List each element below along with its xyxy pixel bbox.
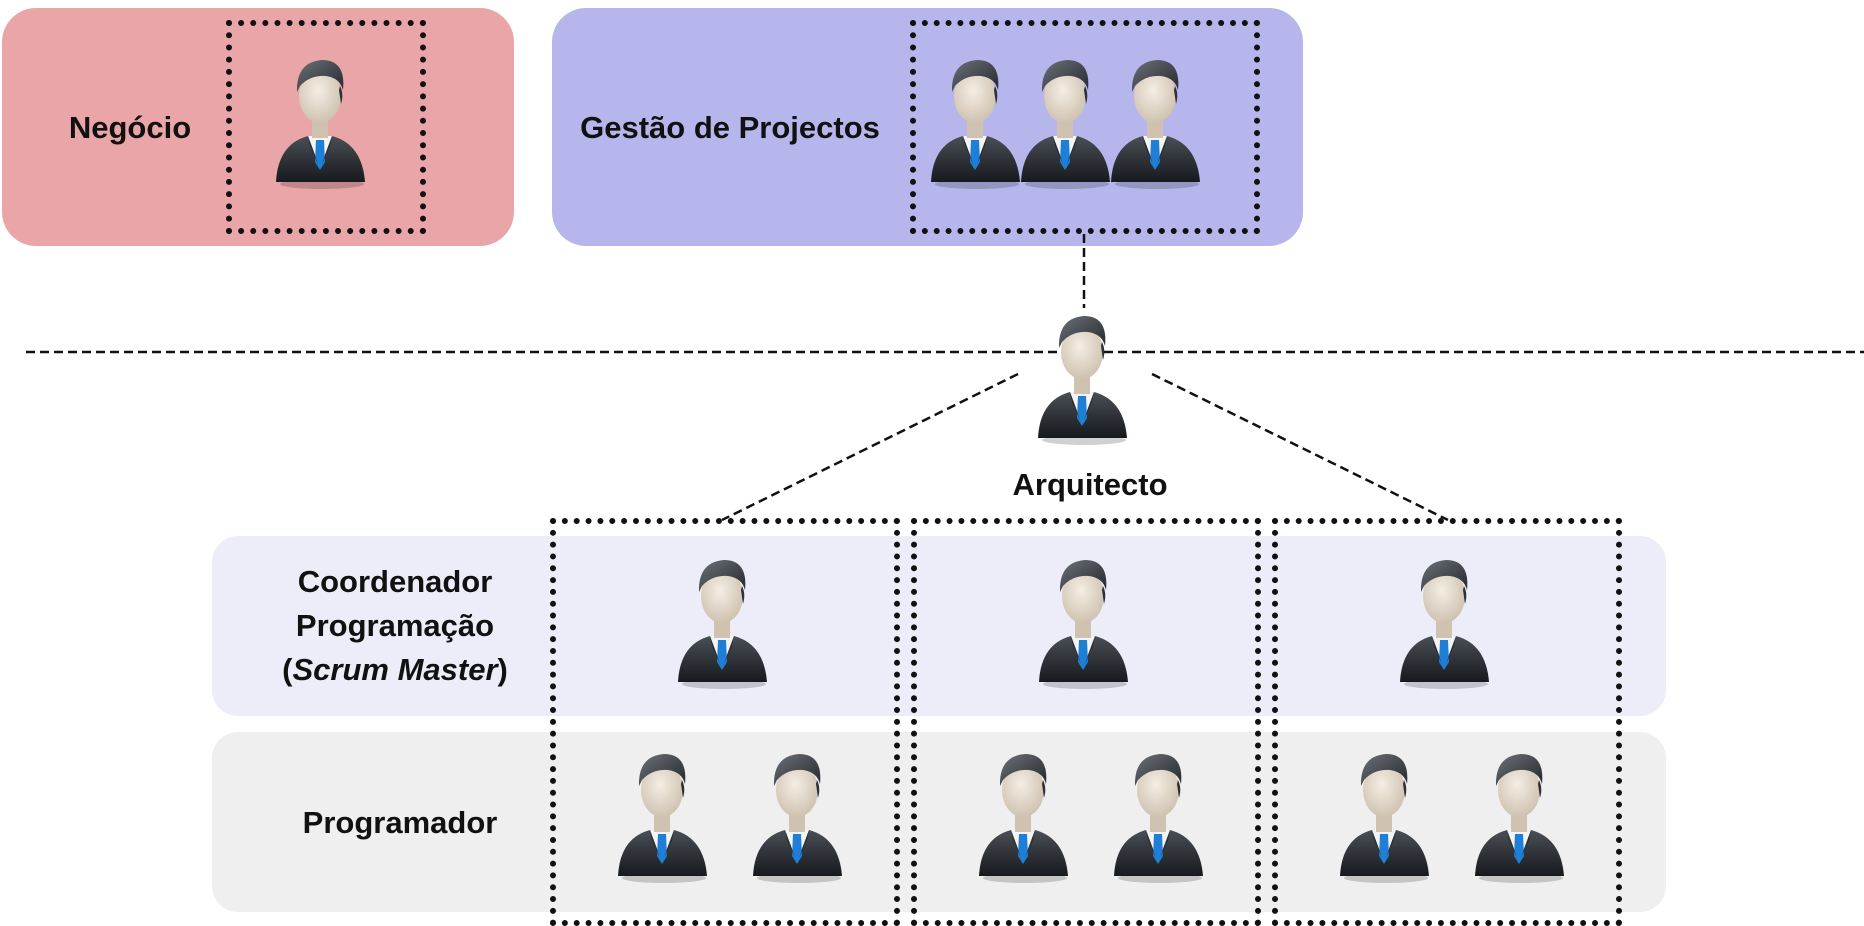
- programmer-icon-4: [1108, 744, 1208, 884]
- programmer-icon-3: [973, 744, 1073, 884]
- open-paren: (: [282, 652, 293, 687]
- coordinator-label-line1: Coordenador: [297, 564, 493, 599]
- coordinator-icon-2: [1033, 550, 1133, 690]
- project-management-label: Gestão de Projectos: [580, 110, 880, 145]
- programmer-icon-1: [612, 744, 712, 884]
- coordinator-label-line2: Programação: [295, 608, 495, 643]
- business-person-icon: [270, 50, 370, 190]
- close-paren: ): [497, 652, 508, 687]
- architect-icon: [1032, 306, 1132, 446]
- scrum-master-text: Scrum Master: [292, 652, 498, 687]
- programmer-label: Programador: [302, 805, 498, 840]
- project-manager-icon-2: [1015, 50, 1115, 190]
- programmer-icon-2: [747, 744, 847, 884]
- team-box-2: [911, 518, 1261, 926]
- project-manager-icon-3: [1105, 50, 1205, 190]
- team-box-1: [550, 518, 900, 926]
- coordinator-icon-1: [672, 550, 772, 690]
- business-people-box: [226, 20, 426, 234]
- programmer-icon-5: [1334, 744, 1434, 884]
- project-management-panel: [552, 8, 1303, 246]
- business-panel: [2, 8, 514, 246]
- project-team-box: [910, 20, 1260, 234]
- coordinator-label-line3: (Scrum Master): [250, 648, 540, 692]
- coordinator-icon-3: [1394, 550, 1494, 690]
- programmer-band: [212, 732, 1666, 912]
- programmer-icon-6: [1469, 744, 1569, 884]
- business-label: Negócio: [68, 110, 192, 145]
- team-box-3: [1272, 518, 1622, 926]
- coordinator-label: Coordenador Programação (Scrum Master): [250, 560, 540, 692]
- architect-label: Arquitecto: [1012, 467, 1168, 502]
- project-manager-icon-1: [925, 50, 1025, 190]
